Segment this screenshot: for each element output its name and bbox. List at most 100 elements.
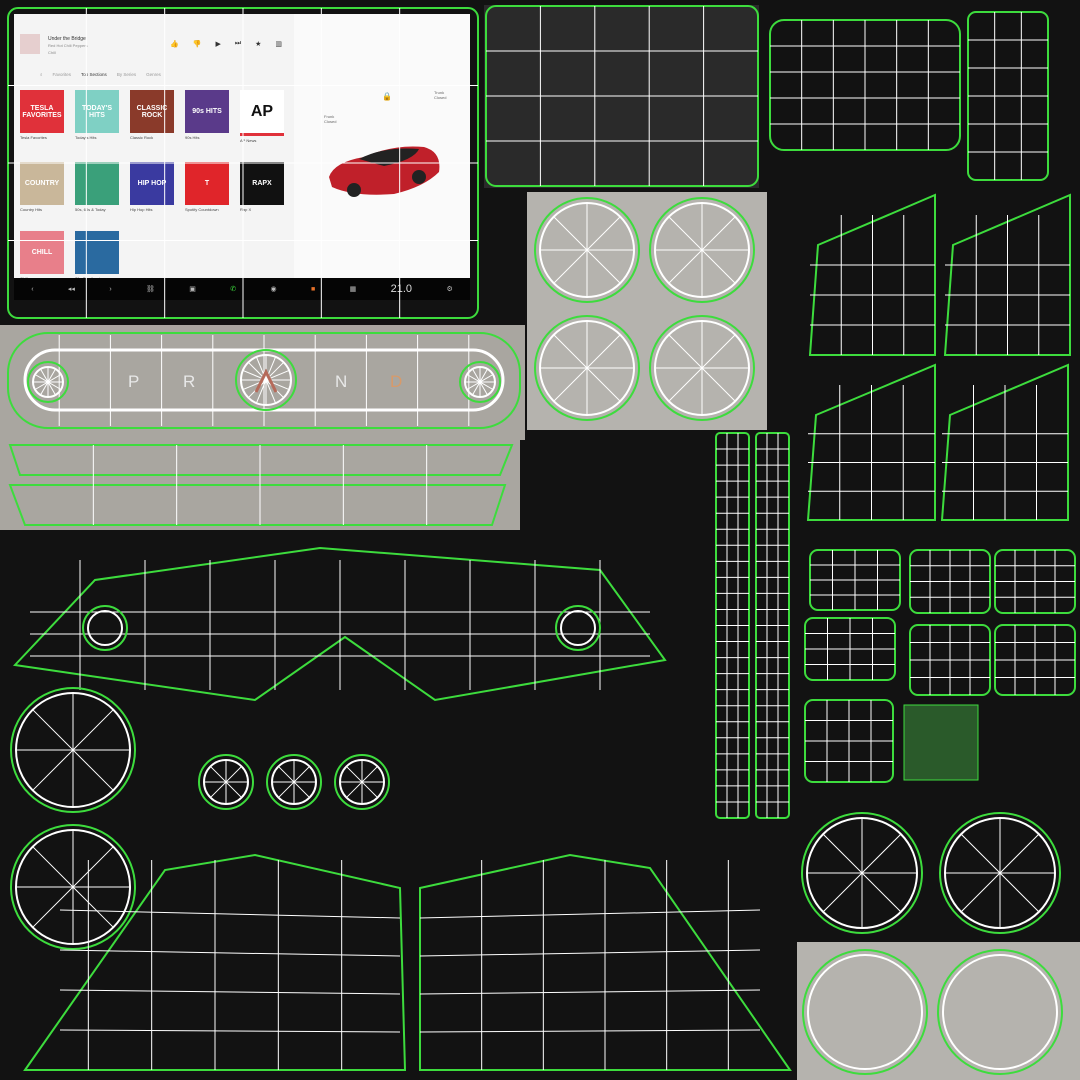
grille-3-wire — [553, 334, 621, 402]
playlist-label: 70s Chartbuster — [75, 276, 119, 278]
grille-3-edge — [534, 315, 640, 421]
door-panel-2 — [806, 363, 936, 521]
playlist-tile[interactable]: CHILL Chill — [20, 231, 64, 278]
floor-wire — [419, 949, 761, 957]
playlist-tile[interactable]: TODAY'S HITS Today's Hits — [75, 90, 119, 148]
touchscreen-texture: Under the Bridge Red Hot Chili Peppers C… — [14, 14, 470, 278]
lock-icon[interactable]: 🔒 — [382, 92, 392, 101]
playlist-label: AP News — [240, 138, 257, 143]
vent-right-wire — [560, 610, 596, 646]
equalizer-icon[interactable]: ▥ — [275, 41, 283, 48]
tab-top-sections[interactable]: Top Sections — [81, 72, 107, 77]
playlist-tile[interactable]: CLASSIC ROCK Classic Rock — [130, 90, 174, 148]
tab-by-series[interactable]: By Series — [116, 72, 137, 77]
camera-icon[interactable]: ◉ — [270, 286, 277, 293]
grille-1-wire — [553, 216, 621, 284]
speaker-grille-texture — [527, 192, 767, 430]
apps-icon[interactable]: ▦ — [349, 286, 357, 293]
disc-2-wire — [32, 846, 114, 928]
playlist-label: Classic Rock — [130, 135, 154, 140]
play-icon[interactable]: ▶ — [215, 41, 221, 48]
gear-center-wire — [242, 369, 290, 391]
vent-right-edge — [555, 605, 601, 651]
thumbs-up-icon[interactable]: 👍 — [170, 41, 179, 48]
button-3-wire — [346, 766, 378, 798]
playlist-tile[interactable]: 70s Chartbuster — [75, 231, 119, 278]
car-icon[interactable]: ⚙ — [446, 286, 453, 293]
gear-p: P — [128, 372, 140, 391]
playlist-label: Today's Hits — [75, 135, 97, 140]
playlist-label: Country Hits — [20, 207, 43, 212]
disc-3-edge — [801, 812, 923, 934]
vent-left-wire — [87, 610, 123, 646]
volume-icon[interactable]: ◂◂ — [67, 286, 75, 293]
playlist-cover: CLASSIC ROCK — [130, 90, 174, 133]
playlist-cover: CHILL — [20, 231, 64, 274]
song-source: Chill — [48, 50, 56, 55]
search-icon[interactable]: ⌕ — [40, 72, 43, 77]
tab-favorites[interactable]: Favorites — [52, 72, 72, 77]
playlist-cover — [75, 162, 119, 205]
grille-4-edge — [649, 315, 755, 421]
disc-6-edge — [937, 949, 1063, 1075]
door-panel-1 — [943, 193, 1071, 356]
phone-icon[interactable]: ✆ — [230, 286, 237, 293]
star-icon[interactable]: ★ — [255, 41, 262, 48]
button-2-wire — [278, 766, 310, 798]
gear-arrow-icon — [254, 368, 278, 393]
playlist-cover: TODAY'S HITS — [75, 90, 119, 133]
song-title: Under the Bridge — [48, 36, 86, 42]
button-1-edge — [198, 754, 254, 810]
trim-strip-lower — [8, 484, 507, 526]
chevron-left-icon[interactable]: ‹ — [31, 285, 34, 293]
gear-n: N — [335, 372, 348, 391]
playlist-cover: TESLA FAVORITES — [20, 90, 64, 133]
playlist-tile[interactable]: 50s, 60s & Today — [75, 162, 119, 217]
knob-left-edge — [27, 361, 69, 403]
playlist-cover — [75, 231, 119, 274]
disc-6-wire — [942, 954, 1058, 1070]
floor-wire — [59, 949, 401, 957]
playlist-label: Chill — [20, 276, 64, 278]
knob-right-wire — [466, 374, 494, 390]
door-panel-0 — [808, 193, 936, 356]
media-tabs: ⌕ Favorites Top Sections By Series Genre… — [40, 72, 161, 77]
grille-2-wire — [668, 216, 736, 284]
detail-cluster — [903, 704, 979, 781]
tab-genres[interactable]: Genres — [146, 72, 161, 77]
seat-icon[interactable]: ⛓ — [146, 286, 155, 293]
button-1-wire — [210, 766, 242, 798]
climate-icon[interactable]: ▣ — [189, 286, 196, 293]
disc-2-edge — [10, 824, 136, 950]
media-icon[interactable]: ■ — [311, 285, 316, 293]
grille-2-edge — [649, 197, 755, 303]
disc-5-wire — [807, 954, 923, 1070]
button-2-edge — [266, 754, 322, 810]
disc-5-edge — [802, 949, 928, 1075]
playlist-cover: T — [185, 162, 229, 205]
bottom-bar: ‹ ◂◂ › ⛓ ▣ ✆ ◉ ■ ▦ 21.0 ⚙ — [14, 278, 470, 300]
next-icon[interactable]: ⏭ — [234, 40, 242, 47]
disc-4-edge — [939, 812, 1061, 934]
playlist-label: Spotify Countdown — [185, 207, 219, 212]
playlist-label: 50s, 60s & Today — [75, 207, 106, 212]
playlist-tile[interactable]: T Spotify Countdown — [185, 162, 229, 217]
temperature[interactable]: 21.0 — [390, 283, 413, 295]
floor-wire — [419, 989, 761, 995]
gear-d: D — [390, 372, 403, 391]
thumbs-down-icon[interactable]: 👎 — [192, 41, 202, 48]
now-playing: Under the Bridge Red Hot Chili Peppers C… — [20, 28, 290, 64]
vent-left-edge — [82, 605, 128, 651]
chevron-right-icon[interactable]: › — [109, 285, 112, 293]
playlist-cover: RAPX — [240, 162, 284, 205]
door-panel-3 — [940, 363, 1069, 521]
